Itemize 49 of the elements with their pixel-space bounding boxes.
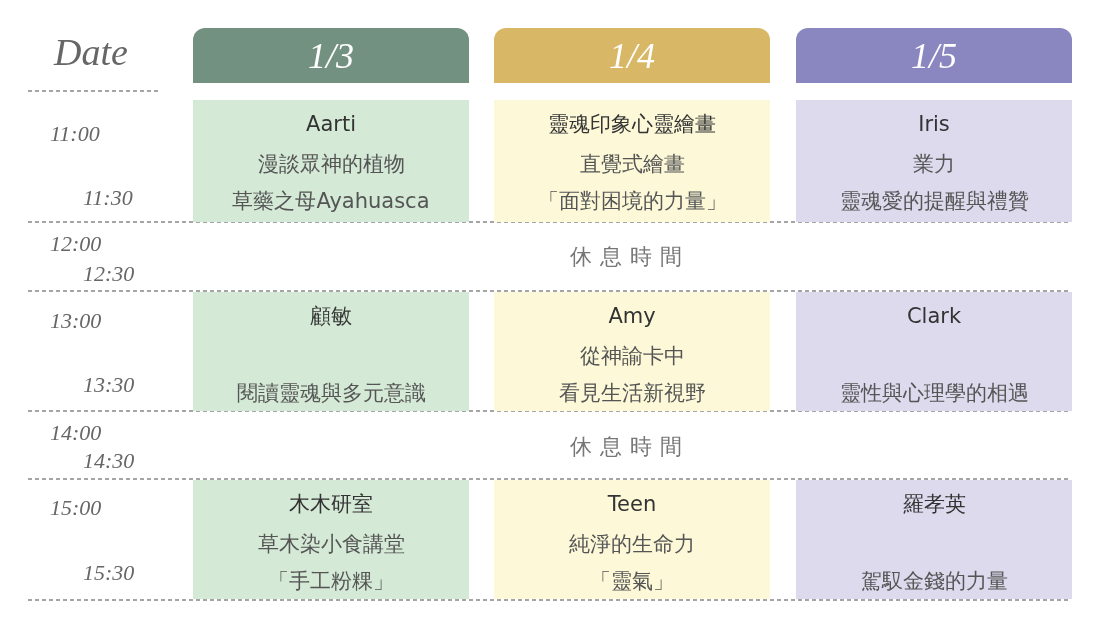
speaker-name: Clark <box>905 303 963 330</box>
time-label: 11:30 <box>83 185 133 211</box>
session-card <box>796 292 1072 411</box>
speaker-name: 顧敏 <box>309 303 353 330</box>
time-label: 12:00 <box>50 231 102 257</box>
speaker-name: Teen <box>606 491 658 518</box>
break-label: 休息時間 <box>570 433 690 461</box>
session-title: 直覺式繪畫 <box>578 151 686 178</box>
time-label: 11:00 <box>50 121 100 147</box>
session-title: 業力 <box>912 151 956 178</box>
session-title: 「手工粉粿」 <box>267 568 395 595</box>
session-title: 駕馭金錢的力量 <box>859 568 1009 595</box>
session-card <box>193 100 469 222</box>
time-label: 14:00 <box>50 420 102 446</box>
time-label: 14:30 <box>83 448 135 474</box>
session-card <box>796 480 1072 599</box>
speaker-name: 羅孝英 <box>901 491 967 518</box>
session-title: 看見生活新視野 <box>557 380 707 407</box>
session-card <box>796 100 1072 222</box>
session-card <box>193 480 469 599</box>
session-title: 靈性與心理學的相遇 <box>838 380 1030 407</box>
time-label: 13:00 <box>50 308 102 334</box>
session-title: 「面對困境的力量」 <box>536 188 728 215</box>
session-title: 草藥之母Ayahuasca <box>231 188 431 215</box>
session-title: 靈魂愛的提醒與禮贊 <box>838 188 1030 215</box>
session-card <box>193 292 469 411</box>
session-card <box>494 480 770 599</box>
speaker-name: Aarti <box>305 111 357 138</box>
session-title: 閱讀靈魂與多元意識 <box>235 380 427 407</box>
time-label: 13:30 <box>83 372 135 398</box>
session-title: 從神諭卡中 <box>578 343 686 370</box>
date-header: 1/5 <box>796 28 1072 83</box>
date-header: 1/3 <box>193 28 469 83</box>
time-label: 15:30 <box>83 560 135 586</box>
time-label: 12:30 <box>83 261 135 287</box>
speaker-name: Amy <box>607 303 657 330</box>
session-title: 草木染小食講堂 <box>256 531 406 558</box>
speaker-name: Iris <box>917 111 951 138</box>
session-card <box>494 292 770 411</box>
session-card <box>494 100 770 222</box>
time-label: 15:00 <box>50 495 102 521</box>
session-title: 「靈氣」 <box>589 568 675 595</box>
speaker-name: 靈魂印象心靈繪畫 <box>547 111 717 138</box>
date-heading: Date <box>54 30 128 74</box>
speaker-name: 木木研室 <box>288 491 374 518</box>
date-header: 1/4 <box>494 28 770 83</box>
session-title: 純淨的生命力 <box>568 531 696 558</box>
session-title: 漫談眾神的植物 <box>256 151 406 178</box>
break-label: 休息時間 <box>570 243 690 271</box>
